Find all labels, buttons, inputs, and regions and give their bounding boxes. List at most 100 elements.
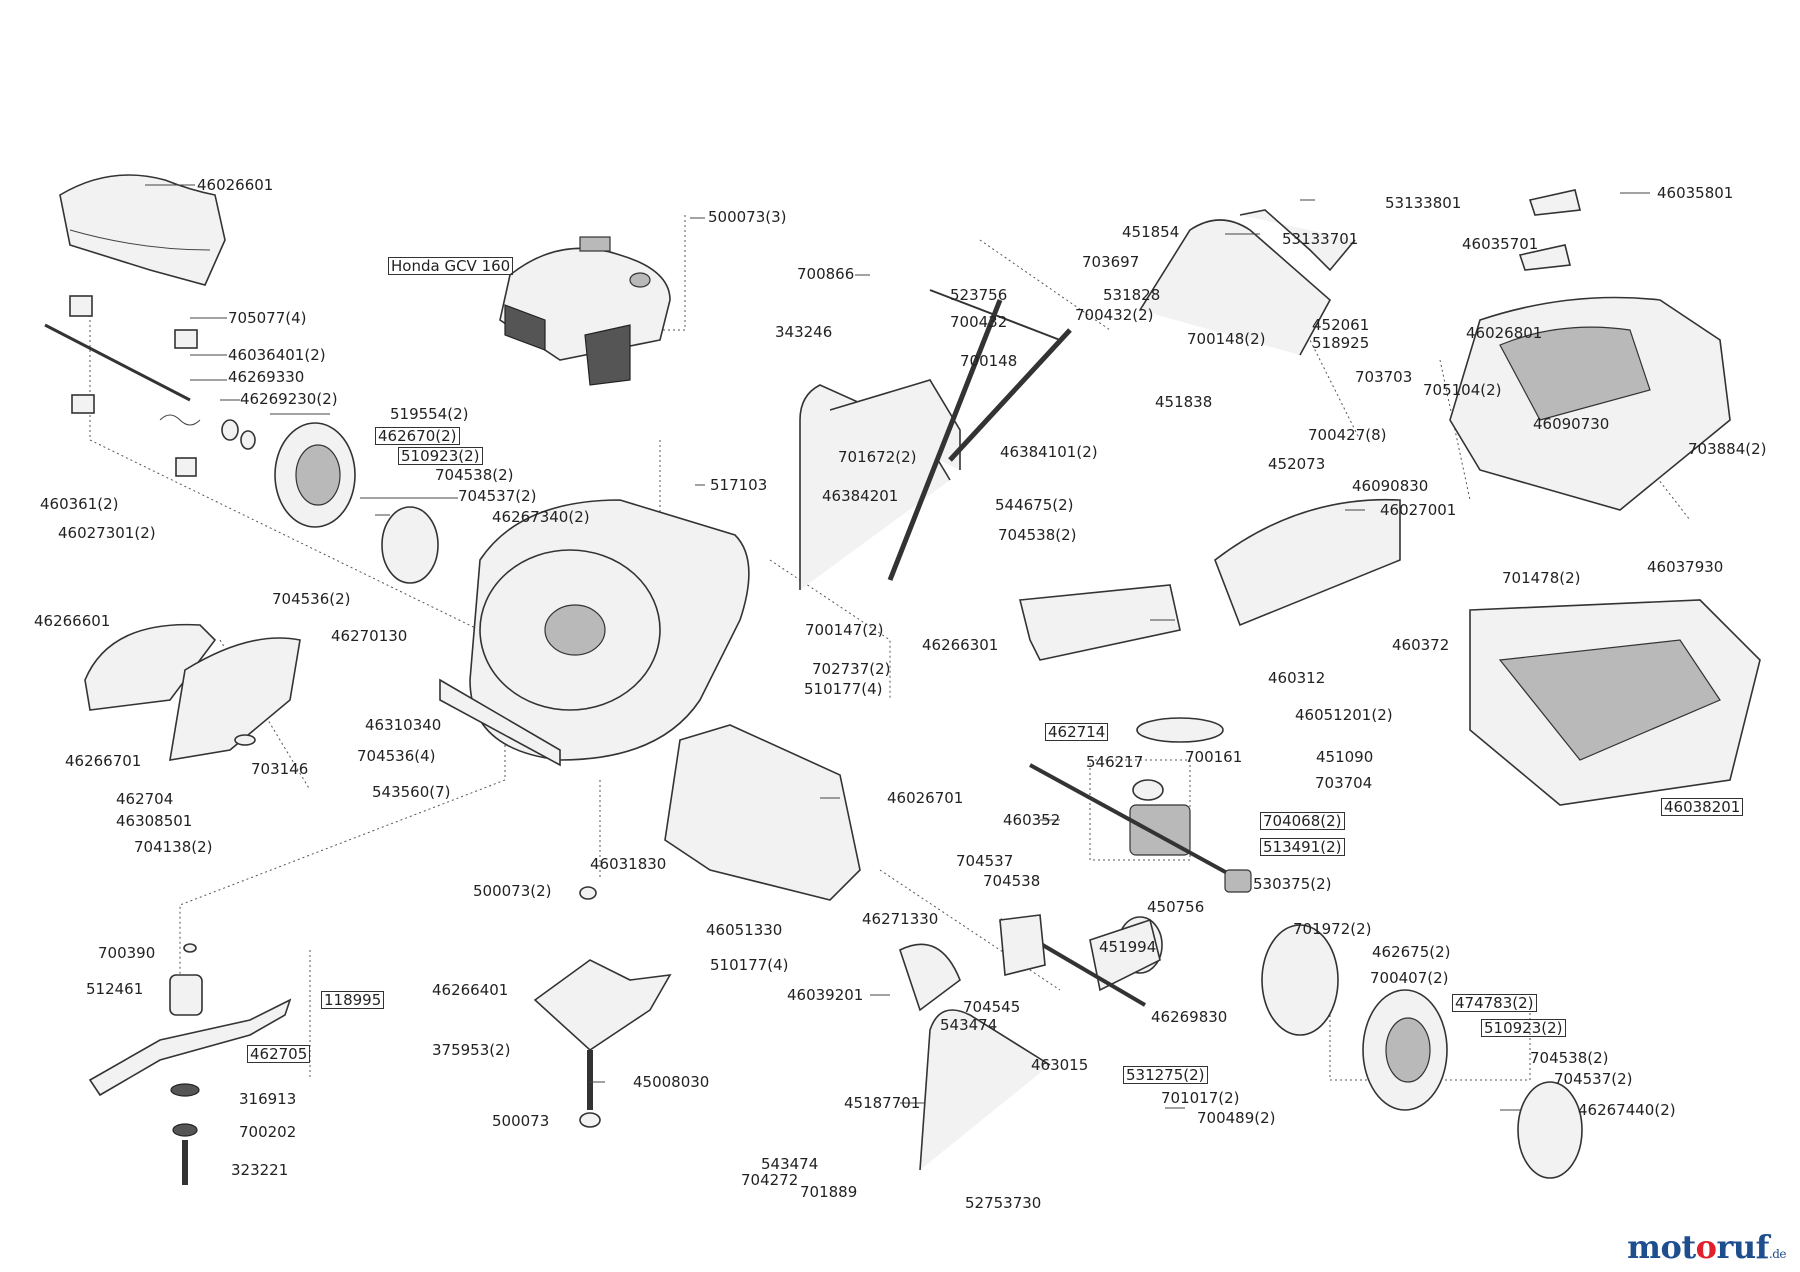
part-label: 704536(4) xyxy=(357,747,436,765)
part-label: 46031830 xyxy=(590,855,667,873)
part-label-boxed: 462670(2) xyxy=(375,427,460,445)
part-label: 704537 xyxy=(956,852,1014,870)
rear-axle-assembly xyxy=(44,295,201,477)
part-label: 46035801 xyxy=(1657,184,1734,202)
part-label: 452061 xyxy=(1312,316,1370,334)
part-label: 701672(2) xyxy=(838,448,917,466)
part-label: 46270130 xyxy=(331,627,408,645)
part-label: 46266401 xyxy=(432,981,509,999)
part-label: 451838 xyxy=(1155,393,1213,411)
part-label: 46266301 xyxy=(922,636,999,654)
part-label: 704138(2) xyxy=(134,838,213,856)
part-label: 510177(4) xyxy=(710,956,789,974)
part-label: 460372 xyxy=(1392,636,1450,654)
rear-guard xyxy=(664,584,1181,901)
motoruf-watermark-logo: motoruf.de xyxy=(1627,1228,1786,1266)
part-label: 703884(2) xyxy=(1688,440,1767,458)
rear-shield xyxy=(533,886,672,1128)
leader-lines xyxy=(145,184,1650,1111)
blade-assembly xyxy=(88,943,292,1185)
part-label: 462675(2) xyxy=(1372,943,1451,961)
part-label: 700432 xyxy=(950,313,1008,331)
part-label-boxed: 510923(2) xyxy=(398,447,483,465)
part-label: 704538(2) xyxy=(998,526,1077,544)
drive-gearbox xyxy=(1029,717,1252,893)
part-label: 700148(2) xyxy=(1187,330,1266,348)
part-label: 701889 xyxy=(800,1183,858,1201)
part-label: 460312 xyxy=(1268,669,1326,687)
mower-deck xyxy=(439,499,750,767)
part-label: 46308501 xyxy=(116,812,193,830)
part-label: 451854 xyxy=(1122,223,1180,241)
part-label-boxed: 531275(2) xyxy=(1123,1066,1208,1084)
part-label: 530375(2) xyxy=(1253,875,1332,893)
part-label-boxed: 462705 xyxy=(247,1045,311,1063)
part-label: 544675(2) xyxy=(995,496,1074,514)
part-label: 46266601 xyxy=(34,612,111,630)
part-label: 500073 xyxy=(492,1112,550,1130)
part-label: 452073 xyxy=(1268,455,1326,473)
rear-flap-cover xyxy=(59,174,226,286)
part-label: 510177(4) xyxy=(804,680,883,698)
part-label: 517103 xyxy=(710,476,768,494)
part-label: 518925 xyxy=(1312,334,1370,352)
part-label-boxed: 118995 xyxy=(321,991,385,1009)
part-label: 52753730 xyxy=(965,1194,1042,1212)
part-label: 700202 xyxy=(239,1123,297,1141)
part-label: 543474 xyxy=(761,1155,819,1173)
handle-bars xyxy=(799,209,1356,590)
part-label: 704536(2) xyxy=(272,590,351,608)
part-label: 700147(2) xyxy=(805,621,884,639)
part-label: 531828 xyxy=(1103,286,1161,304)
part-label: 704538 xyxy=(983,872,1041,890)
part-label: 704545 xyxy=(963,998,1021,1016)
part-label: 700407(2) xyxy=(1370,969,1449,987)
part-label: 701972(2) xyxy=(1293,920,1372,938)
part-label: 519554(2) xyxy=(390,405,469,423)
part-label: 703704 xyxy=(1315,774,1373,792)
part-label: 451994 xyxy=(1099,938,1157,956)
part-label: 46267440(2) xyxy=(1578,1101,1676,1119)
front-wheel-right xyxy=(1089,916,1583,1179)
part-label: 462704 xyxy=(116,790,174,808)
part-label: 46271330 xyxy=(862,910,939,928)
part-label-boxed: 46038201 xyxy=(1661,798,1744,816)
part-label: 460352 xyxy=(1003,811,1061,829)
part-label: 46026801 xyxy=(1466,324,1543,342)
part-label: 704272 xyxy=(741,1171,799,1189)
part-label: 700489(2) xyxy=(1197,1109,1276,1127)
side-discharge-chute xyxy=(84,623,301,761)
part-label: 45008030 xyxy=(633,1073,710,1091)
part-label-boxed: 704068(2) xyxy=(1260,812,1345,830)
part-label: 460361(2) xyxy=(40,495,119,513)
part-label: 703146 xyxy=(251,760,309,778)
part-label: 46037930 xyxy=(1647,558,1724,576)
part-label: 700427(8) xyxy=(1308,426,1387,444)
part-label: 546217 xyxy=(1086,753,1144,771)
part-label-boxed: 513491(2) xyxy=(1260,838,1345,856)
part-label: 701017(2) xyxy=(1161,1089,1240,1107)
watermark-part: o xyxy=(1695,1228,1717,1266)
part-label: 703697 xyxy=(1082,253,1140,271)
part-label: 705077(4) xyxy=(228,309,307,327)
part-label: 46051330 xyxy=(706,921,783,939)
part-label: 46090830 xyxy=(1352,477,1429,495)
part-label: 704538(2) xyxy=(1530,1049,1609,1067)
part-label: 500073(2) xyxy=(473,882,552,900)
part-label: 523756 xyxy=(950,286,1008,304)
watermark-part: mot xyxy=(1627,1228,1696,1266)
part-label: 702737(2) xyxy=(812,660,891,678)
part-label: 543560(7) xyxy=(372,783,451,801)
part-label: 700148 xyxy=(960,352,1018,370)
rear-wheel-left xyxy=(221,419,439,584)
part-label: 46036401(2) xyxy=(228,346,326,364)
grass-catcher xyxy=(1214,189,1761,806)
part-label: 343246 xyxy=(775,323,833,341)
front-axle xyxy=(899,914,1147,1171)
part-label: 316913 xyxy=(239,1090,297,1108)
part-label: 512461 xyxy=(86,980,144,998)
watermark-part: .de xyxy=(1768,1247,1787,1261)
part-label: 46310340 xyxy=(365,716,442,734)
